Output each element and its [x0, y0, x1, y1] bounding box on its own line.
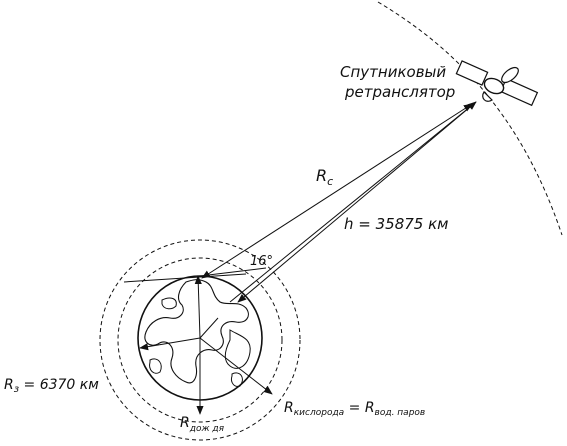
satellite-label-line1: Спутниковый — [340, 63, 446, 81]
oxygen-radius-line — [199, 337, 273, 395]
rc-label-main: R — [316, 166, 327, 185]
orbit-arc — [377, 1, 563, 236]
rain-radius-sub: дож дя — [189, 424, 225, 434]
altitude-label: h = 35875 км — [344, 215, 448, 233]
oxygen-radius-main: R — [284, 400, 294, 416]
inner-radius-line — [199, 317, 219, 339]
oxygen-radius-label: Rкислорода = Rвод. паров — [284, 400, 425, 418]
rc-label: Rc — [316, 166, 333, 188]
satellite-icon — [455, 60, 539, 107]
vapor-radius-sub: вод. паров — [375, 408, 426, 418]
elevation-angle-label: 16° — [250, 254, 273, 269]
station-radius-line — [194, 275, 202, 339]
earth-radius-line — [139, 337, 201, 351]
oxygen-radius-sub: кислорода — [294, 408, 344, 418]
h-line-lower — [237, 101, 477, 303]
h-line — [229, 101, 477, 303]
satellite-label-line2: ретранслятор — [344, 83, 455, 101]
earth-radius-sub: з — [14, 384, 19, 395]
rain-radius-main: R — [180, 415, 190, 431]
rain-radius-label: Rдож дя — [180, 415, 225, 434]
oxygen-layer-circle — [99, 239, 301, 441]
earth-radius-value: = 6370 км — [19, 377, 99, 393]
rc-line — [201, 103, 473, 279]
rc-label-sub: c — [327, 175, 333, 188]
rain-layer-circle — [117, 257, 283, 423]
earth-radius-label: Rз = 6370 км — [4, 377, 99, 395]
earth-radius-main: R — [4, 377, 14, 393]
oxygen-radius-eq: = R — [344, 400, 374, 416]
